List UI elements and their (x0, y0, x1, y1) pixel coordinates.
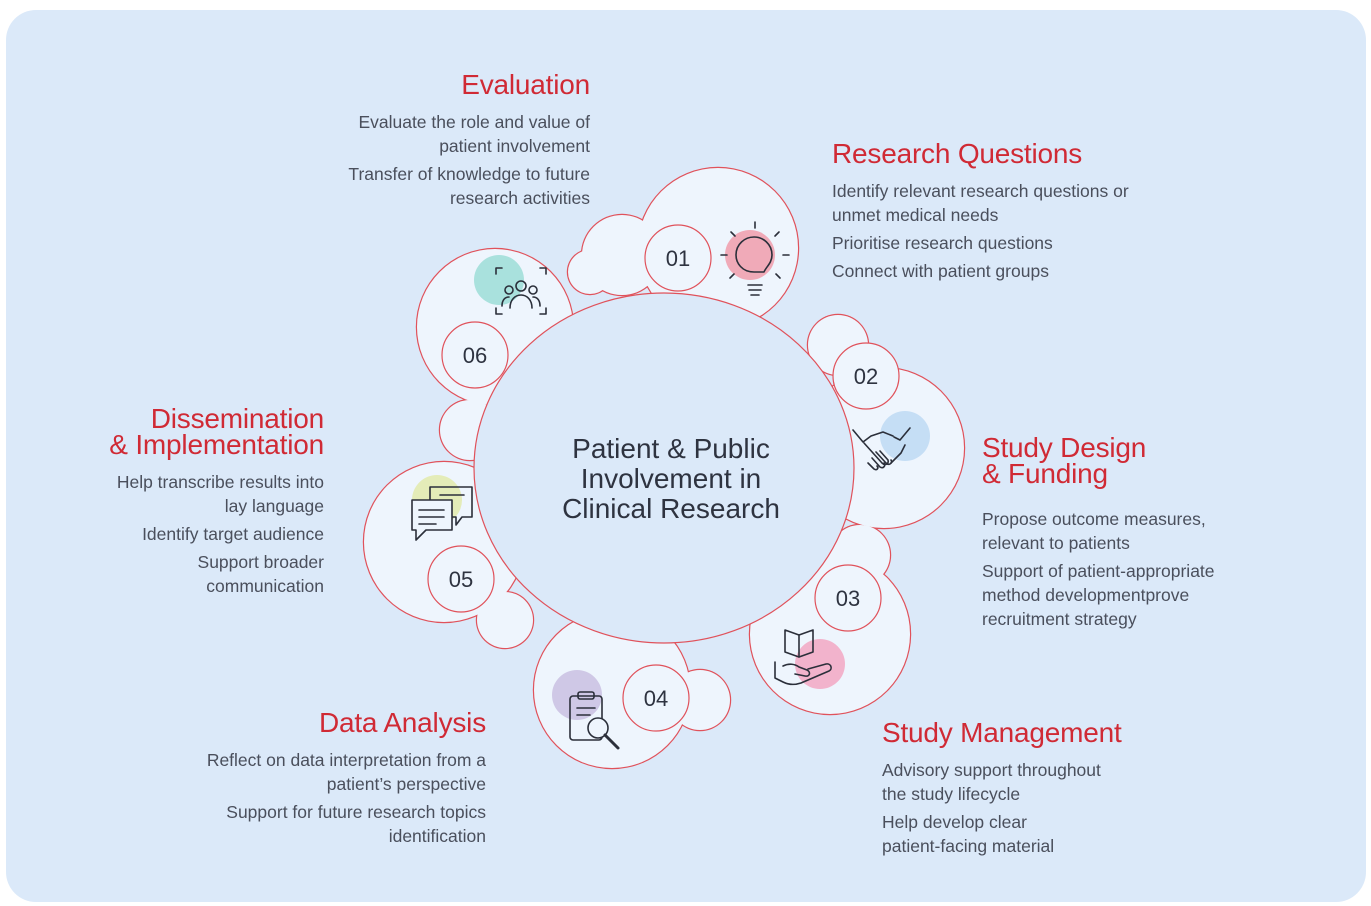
step-item: Reflect on data interpretation from a pa… (206, 750, 486, 794)
step-item: Identify target audience (142, 524, 324, 544)
step-dissemination: Dissemination & Implementation Help tran… (36, 403, 324, 602)
step-items: Evaluate the role and value of patient i… (256, 110, 590, 210)
step-number-06: 06 (441, 321, 509, 389)
step-number-circle (622, 664, 690, 732)
step-item: Connect with patient groups (832, 261, 1049, 281)
step-number-label: 05 (449, 567, 473, 592)
step-research-questions: Research Questions Identify relevant res… (832, 138, 1212, 287)
background-panel: 01 02 03 04 05 06 Patient & Public Involvemen… (6, 10, 1366, 902)
center-title: Patient & Public Involvement in Clinical… (562, 433, 780, 524)
step-item: Propose outcome measures, relevant to pa… (982, 509, 1206, 553)
step-number-label: 06 (463, 343, 487, 368)
step-title: Dissemination & Implementation (109, 403, 324, 460)
step-item: Support for future research topics ident… (226, 802, 486, 846)
step-title: Research Questions (832, 138, 1083, 169)
handshake-icon (852, 427, 911, 471)
step-number-02: 02 (832, 342, 900, 410)
step-number-circle (814, 564, 882, 632)
step-items: Reflect on data interpretation from a pa… (116, 748, 486, 848)
ring-center (473, 292, 855, 644)
step-number-label: 03 (836, 586, 860, 611)
step-items: Help transcribe results into lay languag… (36, 470, 324, 598)
book-in-hand-icon (774, 629, 832, 686)
step-item: Help transcribe results into lay languag… (116, 472, 324, 516)
step-number-05: 05 (427, 545, 495, 613)
step-item: Advisory support throughout the study li… (882, 760, 1101, 804)
step-items: Propose outcome measures, relevant to pa… (982, 507, 1292, 631)
step-evaluation: Evaluation Evaluate the role and value o… (256, 69, 590, 214)
step-item: Evaluate the role and value of patient i… (358, 112, 590, 156)
step-data-analysis: Data Analysis Reflect on data interpreta… (116, 707, 486, 852)
step-study-design: Study Design & Funding Propose outcome m… (982, 432, 1292, 635)
step-number-circle (832, 342, 900, 410)
step-number-label: 01 (666, 246, 690, 271)
step-numbers: 01 02 03 04 05 06 (427, 224, 900, 732)
step-items: Identify relevant research questions or … (832, 179, 1212, 283)
step-number-label: 02 (854, 364, 878, 389)
cycle-diagram: 01 02 03 04 05 06 (362, 166, 966, 770)
step-number-03: 03 (814, 564, 882, 632)
step-item: Prioritise research questions (832, 233, 1053, 253)
lightbulb-icon-blob (725, 230, 775, 280)
step-item: Support of patient-appropriate method de… (982, 561, 1215, 629)
ring-lobe (568, 250, 612, 294)
ring-lobe (477, 592, 533, 648)
step-item: Identify relevant research questions or … (832, 181, 1129, 225)
step-title: Study Management (882, 717, 1122, 748)
step-item: Help develop clear patient-facing materi… (882, 812, 1055, 856)
step-title: Evaluation (461, 69, 590, 100)
step-title: Data Analysis (318, 707, 486, 738)
lightbulb-icon (720, 221, 790, 296)
step-number-circle (441, 321, 509, 389)
clipboard-magnifier-icon (569, 691, 620, 750)
group-focus-icon-blob (474, 255, 524, 305)
step-item: Transfer of knowledge to future research… (348, 164, 590, 208)
step-number-04: 04 (622, 664, 690, 732)
step-item: Support broader communication (197, 552, 324, 596)
step-number-label: 04 (644, 686, 668, 711)
step-study-management: Study Management Advisory support throug… (882, 717, 1212, 862)
step-number-circle (644, 224, 712, 292)
step-title: Study Design & Funding (982, 432, 1147, 489)
step-number-circle (427, 545, 495, 613)
handshake-icon-blob (880, 411, 930, 461)
step-number-01: 01 (644, 224, 712, 292)
chat-bubbles-icon (411, 486, 473, 541)
group-focus-icon (495, 267, 547, 315)
step-items: Advisory support throughout the study li… (882, 758, 1212, 858)
